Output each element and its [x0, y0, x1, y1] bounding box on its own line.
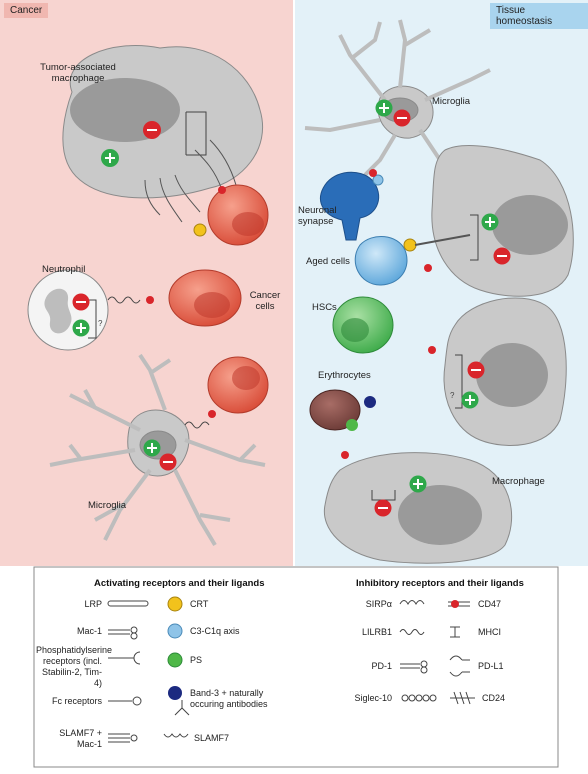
activating-legend-title: Activating receptors and their ligands	[94, 578, 265, 589]
legend-fc: Fc receptors	[51, 696, 102, 706]
legend-band3: Band-3 + naturally occuring antibodies	[190, 688, 268, 709]
legend-mac1: Mac-1	[76, 626, 102, 636]
macrophage-middle: ?	[443, 297, 567, 446]
legend-pdl1: PD-L1	[478, 661, 504, 671]
aged-cell	[354, 236, 432, 286]
legend-mhci: MHCI	[478, 627, 501, 637]
macrophage-upper	[414, 145, 574, 297]
neutrophil-cell	[27, 269, 109, 351]
hscs-label: HSCs	[312, 302, 337, 313]
legend-crt: CRT	[190, 599, 209, 609]
svg-text:?: ?	[450, 391, 455, 400]
crt-dot	[193, 223, 207, 237]
neutrophil-label: Neutrophil	[42, 264, 86, 275]
erythrocytes-label: Erythrocytes	[318, 370, 371, 381]
tam-label: Tumor-associated macrophage	[40, 62, 116, 84]
legend-lilrb1: LILRB1	[361, 627, 392, 637]
erythrocyte-cell	[309, 389, 376, 459]
cd47-dot	[218, 186, 226, 194]
cancer-cell-1	[193, 184, 269, 246]
microglia-left-label: Microglia	[88, 500, 127, 511]
neuronal-synapse-shape	[320, 169, 384, 241]
legend-cd24: CD24	[482, 693, 506, 703]
legend-c3: C3-C1q axis	[190, 626, 240, 636]
neuronal-synapse-label: Neuronal synapse	[298, 205, 337, 227]
legend-slamf7-mac1: SLAMF7 + Mac-1	[59, 728, 102, 749]
legend-siglec10: Siglec-10	[354, 693, 392, 703]
inhibitory-legend-title: Inhibitory receptors and their ligands	[356, 578, 524, 589]
hsc-cell	[332, 296, 436, 354]
cancer-cell-2	[168, 269, 242, 327]
legend-sirpa: SIRPα	[365, 599, 392, 609]
legend-band3-dot	[168, 686, 182, 700]
legend-slamf7: SLAMF7	[194, 733, 230, 743]
legend-inhibitory-symbols	[399, 600, 475, 705]
svg-text:?: ?	[98, 319, 103, 328]
cancer-panel-tag: Cancer	[4, 3, 49, 18]
aged-cells-label: Aged cells	[306, 256, 350, 267]
legend-c3-dot	[167, 623, 183, 639]
legend-lrp: LRP	[84, 599, 102, 609]
legend-cd47-dot	[451, 600, 459, 608]
macrophage-lower	[323, 452, 513, 564]
microglia-right-label: Microglia	[432, 96, 471, 107]
legend-crt-dot	[167, 596, 183, 612]
macrophage-label: Macrophage	[492, 476, 545, 487]
legend-ps-dot	[167, 652, 183, 668]
homeostasis-panel-tag: Tissue homeostasis	[490, 3, 588, 29]
legend-cd47: CD47	[478, 599, 502, 609]
cancer-cell-3	[207, 356, 269, 414]
legend-activating-symbols	[107, 600, 190, 743]
legend-ps: PS	[190, 655, 203, 665]
cancer-cells-label: Cancer cells	[249, 290, 281, 312]
legend-pd1: PD-1	[371, 661, 392, 671]
legend-ps-receptor: Phosphatidylserine receptors (incl. Stab…	[36, 645, 113, 688]
